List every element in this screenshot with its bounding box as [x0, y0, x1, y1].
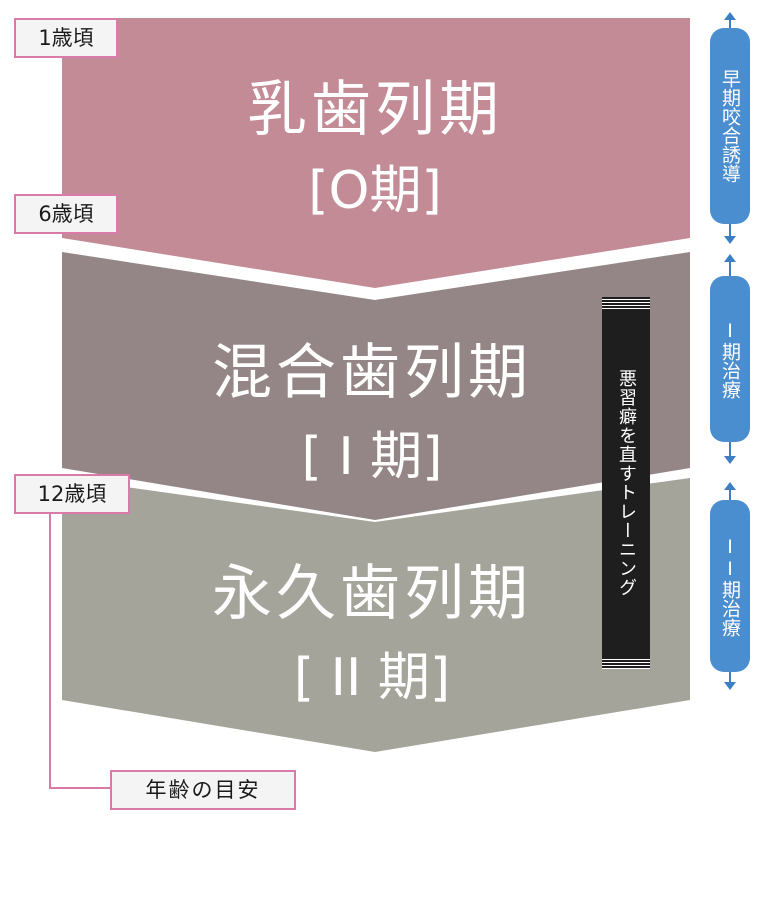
arrow-down-icon — [724, 682, 736, 690]
arrow-up-icon — [724, 254, 736, 262]
age-label-12: 12歳頃 — [14, 474, 130, 514]
stage-primary-name: 乳歯列期 — [247, 75, 503, 145]
habit-bar-stripes-top — [602, 297, 650, 309]
treatment-early-pill: 早期咬合誘導 — [710, 28, 750, 224]
habit-training-bar: 悪習癖を直すトレーニング — [602, 297, 650, 669]
arrow-up-icon — [724, 12, 736, 20]
arrow-down-icon — [724, 236, 736, 244]
age-guide-label: 年齢の目安 — [110, 770, 296, 810]
stage-primary-period: [O期] — [308, 161, 442, 221]
stage-mixed-shape — [62, 252, 690, 520]
stage-permanent-name: 永久歯列期 — [212, 559, 532, 629]
stage-mixed-name: 混合歯列期 — [212, 338, 532, 408]
stage-permanent-shape — [62, 478, 690, 752]
stage-primary-shape — [62, 18, 690, 288]
habit-bar-stripes-bottom — [602, 657, 650, 669]
stage-permanent-period: [ II 期] — [294, 648, 450, 708]
stage-mixed-period: [ I 期] — [302, 427, 443, 487]
treatment-phase2-pill: II期治療 — [710, 500, 750, 672]
age-label-6: 6歳頃 — [14, 194, 118, 234]
arrow-up-icon — [724, 482, 736, 490]
habit-training-text: 悪習癖を直すトレーニング — [616, 369, 637, 597]
age-guide-connector — [49, 512, 112, 789]
age-label-1: 1歳頃 — [14, 18, 118, 58]
arrow-down-icon — [724, 456, 736, 464]
treatment-phase1-pill: I期治療 — [710, 276, 750, 442]
